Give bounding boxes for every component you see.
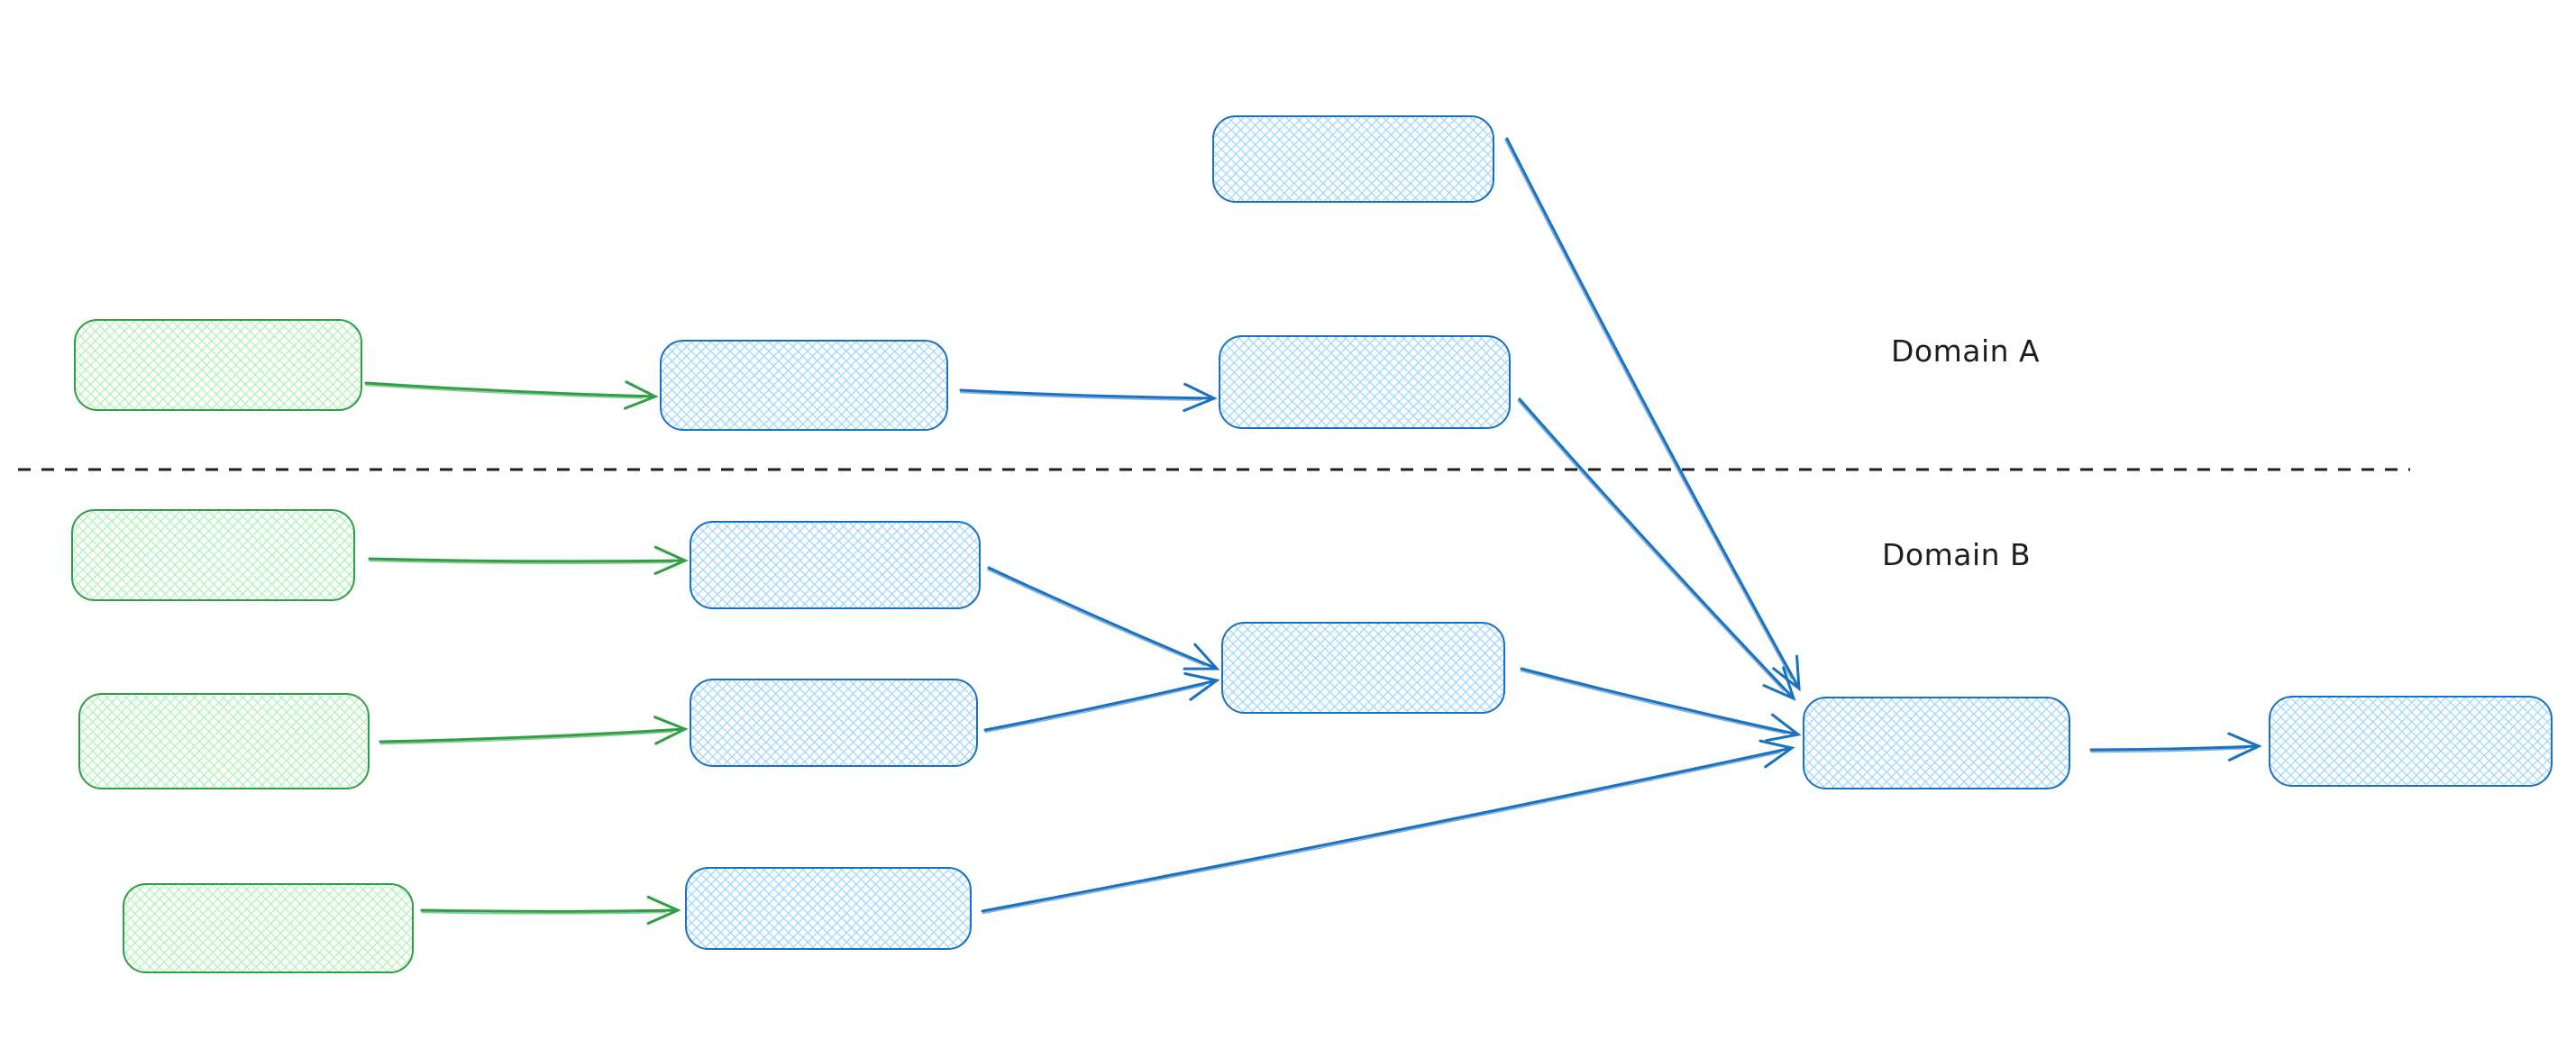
node-output[interactable] [2269, 696, 2553, 787]
node-domain-a-stage-1[interactable] [660, 340, 948, 431]
node-aggregator[interactable] [1803, 697, 2070, 789]
node-domain-a-feeder[interactable] [1212, 115, 1494, 203]
label-domain-b[interactable]: Domain B [1882, 537, 2032, 572]
node-domain-a-stage-2[interactable] [1219, 335, 1511, 429]
node-domain-b-merge[interactable] [1221, 622, 1505, 714]
node-domain-b-stage-1[interactable] [690, 521, 981, 609]
node-domain-b-source-1[interactable] [71, 509, 355, 601]
node-domain-b-stage-3[interactable] [685, 867, 972, 950]
node-domain-b-stage-2[interactable] [690, 679, 978, 767]
node-domain-b-source-3[interactable] [123, 883, 414, 973]
label-domain-a[interactable]: Domain A [1891, 333, 2041, 369]
node-domain-a-source[interactable] [74, 319, 362, 411]
node-domain-b-source-2[interactable] [78, 693, 370, 789]
